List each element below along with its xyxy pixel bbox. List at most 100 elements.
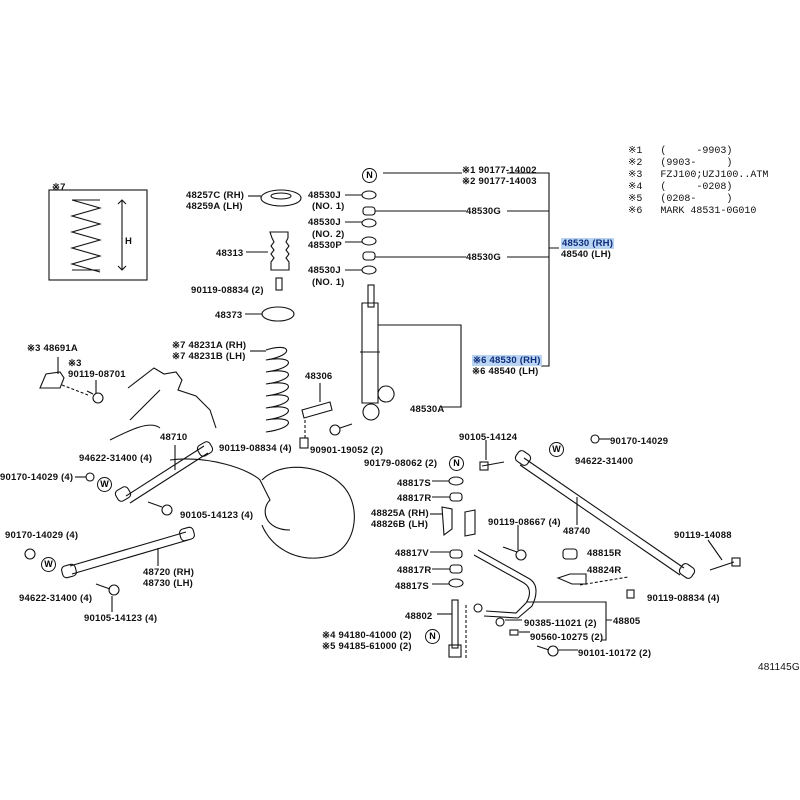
part-label[interactable]: (NO. 2) [312,229,345,240]
part-label[interactable]: ※2 90177-14003 [462,176,537,187]
height-dimension [117,199,127,271]
shock-absorber-body [361,302,379,404]
part-label[interactable]: 94622-31400 (4) [19,593,93,604]
nut-symbol: N [425,629,440,644]
part-label[interactable]: 48730 (LH) [143,578,194,589]
footnote-2: ※2 (9903- ) [628,158,733,169]
part-label[interactable]: 90119-08834 (4) [219,443,292,454]
insulator [261,306,295,322]
part-label[interactable]: 48817S [395,581,429,592]
nut-symbol: N [362,168,377,183]
footnote-1: ※1 ( -9903) [628,146,733,157]
lower-control-arm-48720 [69,531,189,575]
stabilizer-bracket-48824R [556,573,587,585]
part-label[interactable]: 90170-14029 [610,436,669,447]
part-label[interactable]: 90119-08667 (4) [488,517,561,528]
stabilizer-bracket [441,506,476,537]
part-label[interactable]: 48257C (RH) [186,190,245,201]
part-label[interactable]: ※6 48540 (LH) [472,366,539,377]
nut-symbol: N [449,456,464,471]
footnote-3: ※3 FZJ100;UZJ100..ATM [628,170,769,181]
part-label[interactable]: ※7 [52,182,66,193]
part-label[interactable]: 90101-10172 (2) [578,648,652,659]
part-label[interactable]: 90170-14029 (4) [0,472,74,483]
part-label[interactable]: 48530J [308,217,341,228]
part-label[interactable]: ※3 [68,358,82,369]
spring-inset-box [48,189,148,281]
bushing [377,385,395,403]
part-label[interactable]: 90105-14124 [459,432,518,443]
stabilizer-link [451,599,459,649]
part-label[interactable]: 90119-08834 (2) [191,285,264,296]
stabilizer-bushing [562,548,578,560]
part-label[interactable]: (NO. 1) [312,201,345,212]
footnote-6: ※6 MARK 48531-0G010 [628,206,757,217]
part-label[interactable]: 481145G [758,662,800,673]
part-label[interactable]: 90385-11021 (2) [524,618,597,629]
part-label[interactable]: 48530J [308,190,341,201]
part-label[interactable]: 48530G [466,252,502,263]
spring-inset-coil [69,199,103,273]
part-label[interactable]: 90105-14123 (4) [180,510,254,521]
shock-rod [367,284,375,308]
bracket-48691A [39,371,65,389]
part-label[interactable]: 48530P [308,240,342,251]
part-label[interactable]: 48802 [405,611,433,622]
upper-control-arm-48710 [125,445,209,504]
part-label[interactable]: 90560-10275 (2) [530,632,604,643]
part-label[interactable]: 48530J [308,265,341,276]
part-label[interactable]: 90179-08062 (2) [364,458,438,469]
part-label[interactable]: 90105-14123 (4) [84,613,158,624]
bolt [275,277,283,291]
part-label[interactable]: 48540 (LH) [561,249,612,260]
part-label[interactable]: 48720 (RH) [143,567,195,578]
part-label[interactable]: 90119-08834 (4) [647,593,720,604]
part-label[interactable]: 90119-14088 [674,530,732,541]
part-label[interactable]: 90901-19052 (2) [310,445,384,456]
part-label[interactable]: 94622-31400 [575,456,634,467]
part-label[interactable]: 48530A [410,404,445,415]
part-label[interactable]: 48373 [215,310,243,321]
part-label[interactable]: ※5 94185-61000 (2) [322,641,412,652]
part-label-48530-rh-highlighted[interactable]: 48530 (RH) [561,238,615,249]
part-label[interactable]: (NO. 1) [312,277,345,288]
part-label[interactable]: 48740 [563,526,591,537]
part-label[interactable]: 48815R [587,548,622,559]
washer-symbol: W [549,442,564,457]
part-label[interactable]: 48817R [397,493,432,504]
stabilizer-bar [473,549,537,619]
part-label[interactable]: 48817S [397,478,431,489]
part-label[interactable]: 48259A (LH) [186,201,243,212]
part-label[interactable]: ※4 94180-41000 (2) [322,630,412,641]
part-label[interactable]: 48710 [160,432,188,443]
bracket [301,401,333,419]
part-label[interactable]: 48824R [587,565,622,576]
axle-housing [109,367,291,531]
footnote-5: ※5 (0208- ) [628,194,733,205]
part-label[interactable]: 90119-08701 [68,369,126,380]
part-label[interactable]: 90170-14029 (4) [5,530,79,541]
part-label[interactable]: 48313 [216,248,244,259]
part-label[interactable]: H [125,236,133,247]
lateral-control-rod-48740 [519,457,685,576]
part-label[interactable]: 48826B (LH) [371,519,429,530]
part-label[interactable]: ※3 48691A [27,343,78,354]
bump-stopper [269,231,290,271]
washer-symbol: W [41,557,56,572]
part-label[interactable]: 48530G [466,206,502,217]
part-label[interactable]: ※7 48231A (RH) [172,340,247,351]
washer-symbol: W [97,477,112,492]
part-label[interactable]: 94622-31400 (4) [79,453,153,464]
part-label[interactable]: 48825A (RH) [371,508,429,519]
part-label[interactable]: 48817V [395,548,429,559]
part-label[interactable]: 48805 [613,616,641,627]
differential-housing [261,466,355,559]
part-label[interactable]: ※1 90177-14002 [462,165,537,176]
part-label-48530-rh-mark6-highlighted[interactable]: ※6 48530 (RH) [472,355,542,366]
upper-spring-seat [260,189,302,207]
part-label[interactable]: 48817R [397,565,432,576]
part-label[interactable]: 48306 [305,371,333,382]
part-label[interactable]: ※7 48231B (LH) [172,351,246,362]
coil-spring [265,346,289,433]
